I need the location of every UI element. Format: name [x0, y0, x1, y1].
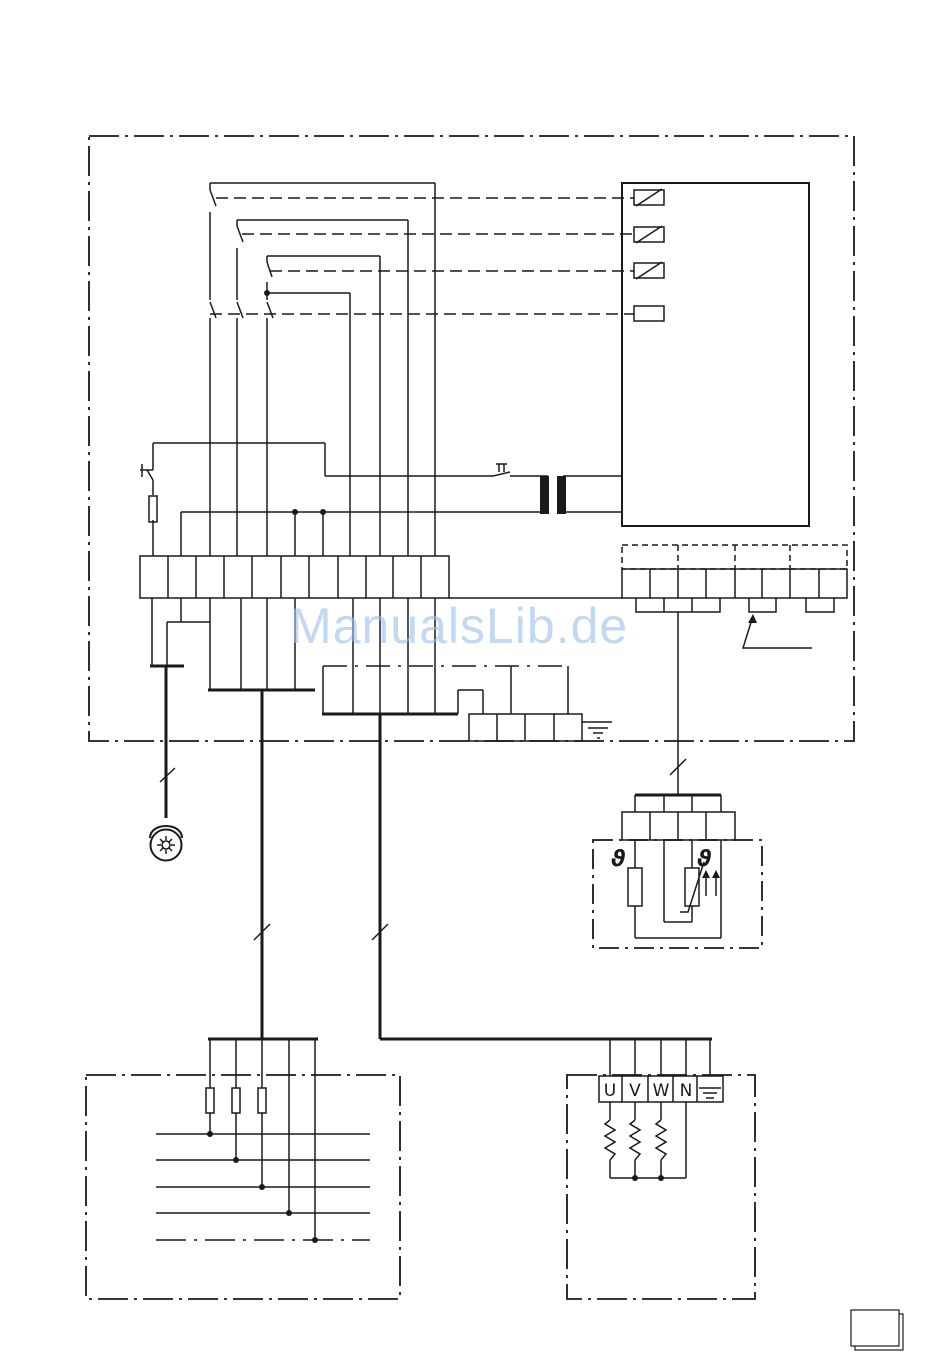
main-housing-boundary [89, 136, 854, 741]
terminal-w-label: W [653, 1081, 670, 1101]
fuse-icon [206, 1088, 266, 1113]
push-button-icon [140, 464, 507, 495]
motor-wiring [599, 1039, 723, 1178]
terminal-v-label: V [629, 1081, 641, 1101]
relay-coil-icon [634, 189, 664, 321]
callout-arrowhead [748, 614, 757, 623]
theta-symbol-right: ϑ [697, 847, 712, 872]
fuse-icon [149, 496, 157, 522]
terminal-n-label: N [680, 1081, 693, 1101]
cable-ticks [160, 759, 686, 940]
sensor-module [622, 795, 735, 938]
internal-wiring [153, 183, 622, 556]
resistor-icon [605, 1120, 666, 1160]
page-corner-icon [851, 1310, 903, 1350]
terminal-outputs [152, 598, 568, 714]
fan-motor-icon [150, 826, 182, 861]
mains-supply-wiring [156, 1039, 370, 1240]
transformer-icon [540, 476, 566, 514]
theta-symbol-left: ϑ [611, 847, 626, 872]
ground-icon [582, 722, 612, 738]
terminal-u-label: U [604, 1081, 616, 1101]
ground-icon [699, 1088, 721, 1098]
pe-terminal-block [469, 714, 582, 741]
main-terminal-strip [140, 556, 622, 598]
sensor-terminal-strip [622, 545, 847, 795]
relay-contacts [210, 183, 435, 318]
